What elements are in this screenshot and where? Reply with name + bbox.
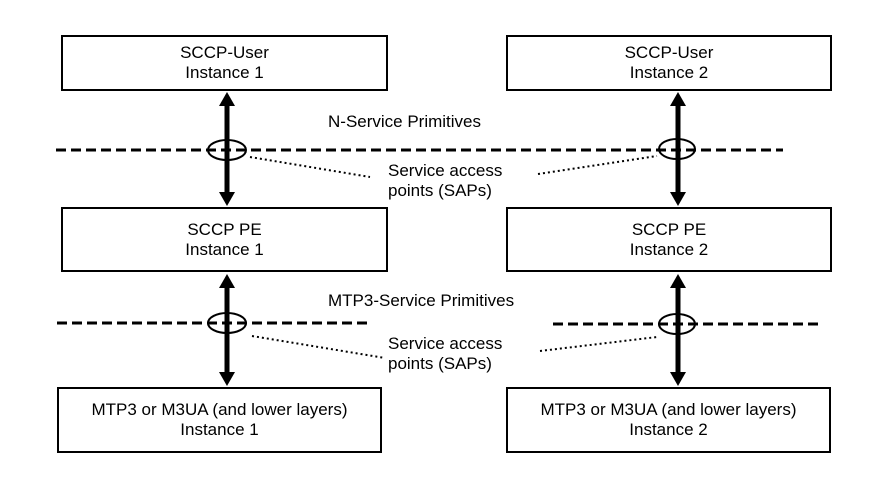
sap-leader-line-upper-left: [249, 156, 371, 178]
sap-leader-line-upper-right: [537, 155, 658, 175]
sap-ellipse-lower-left: [207, 312, 247, 334]
label-service-access-points-lower: Service access points (SAPs): [388, 334, 502, 374]
box-subtitle: Instance 2: [629, 239, 709, 259]
box-title: SCCP PE: [631, 219, 707, 239]
box-sccp-pe-instance-1: SCCP PE Instance 1: [61, 207, 388, 272]
box-title: SCCP-User: [624, 43, 714, 62]
double-arrow-sccp-user-2-to-sccp-pe-2: [670, 92, 686, 206]
label-line: Service access: [388, 161, 503, 180]
sap-ellipse-upper-left: [207, 139, 247, 161]
box-sccp-user-instance-1: SCCP-User Instance 1: [61, 35, 388, 91]
label-line: Service access: [388, 334, 503, 353]
double-arrow-sccp-pe-2-to-mtp3-2: [670, 274, 686, 386]
box-title: SCCP PE: [187, 219, 262, 239]
sap-leader-line-lower-right: [539, 336, 658, 352]
box-subtitle: Instance 1: [185, 239, 264, 259]
sap-leader-line-lower-left: [251, 335, 386, 359]
label-line: points (SAPs): [388, 181, 492, 200]
double-arrow-sccp-user-1-to-sccp-pe-1: [219, 92, 235, 206]
box-mtp3-m3ua-instance-2: MTP3 or M3UA (and lower layers) Instance…: [506, 387, 831, 453]
box-subtitle: Instance 2: [629, 420, 708, 439]
box-title: MTP3 or M3UA (and lower layers): [540, 400, 797, 419]
box-mtp3-m3ua-instance-1: MTP3 or M3UA (and lower layers) Instance…: [57, 387, 382, 453]
box-subtitle: Instance 1: [180, 420, 259, 439]
double-arrow-sccp-pe-1-to-mtp3-1: [219, 274, 235, 386]
label-line: points (SAPs): [388, 354, 492, 373]
box-subtitle: Instance 2: [629, 63, 709, 82]
sap-ellipse-upper-right: [658, 138, 696, 160]
label-n-service-primitives: N-Service Primitives: [328, 112, 482, 131]
box-subtitle: Instance 1: [185, 63, 264, 82]
label-mtp3-service-primitives: MTP3-Service Primitives: [328, 291, 515, 310]
box-title: SCCP-User: [180, 43, 269, 62]
box-sccp-pe-instance-2: SCCP PE Instance 2: [506, 207, 832, 272]
label-service-access-points-upper: Service access points (SAPs): [388, 161, 502, 201]
box-sccp-user-instance-2: SCCP-User Instance 2: [506, 35, 832, 91]
sap-ellipse-lower-right: [658, 313, 696, 335]
box-title: MTP3 or M3UA (and lower layers): [91, 400, 348, 419]
